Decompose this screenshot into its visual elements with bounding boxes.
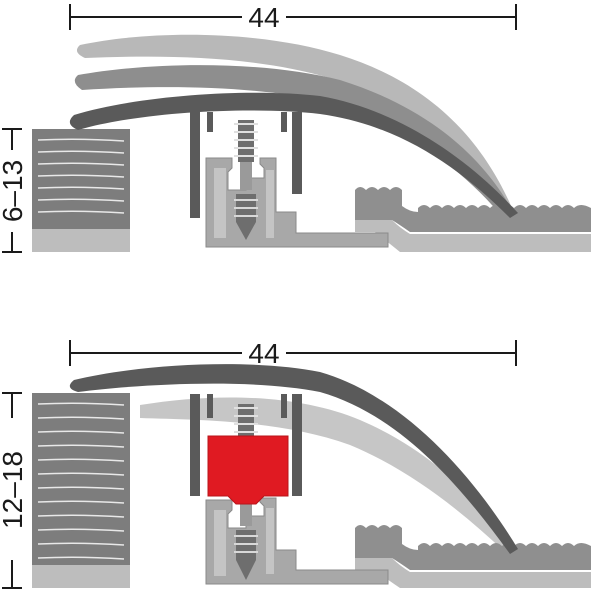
top-view: 44 6–13 xyxy=(0,2,591,253)
bottom-width-dimension: 44 xyxy=(69,338,517,369)
top-screw xyxy=(234,120,258,240)
bottom-view: 44 12–18 xyxy=(0,338,591,589)
bottom-height-label: 12–18 xyxy=(0,451,28,529)
bottom-height-dimension: 12–18 xyxy=(0,392,28,589)
spacer-block xyxy=(207,435,289,505)
top-wood-grain xyxy=(37,138,125,214)
top-floor-block xyxy=(32,129,130,252)
top-width-label: 44 xyxy=(248,2,279,33)
top-carpet xyxy=(355,187,591,252)
top-height-dimension: 6–13 xyxy=(0,128,28,253)
top-height-label: 6–13 xyxy=(0,160,28,222)
top-main-profile xyxy=(69,92,518,218)
bottom-floor-block xyxy=(32,393,130,588)
bottom-screw xyxy=(234,404,258,580)
bottom-width-label: 44 xyxy=(248,338,279,369)
bottom-ghost-profile xyxy=(140,397,515,552)
top-width-dimension: 44 xyxy=(69,2,517,33)
bottom-wood-grain xyxy=(37,402,125,560)
bottom-carpet xyxy=(355,525,591,588)
bottom-main-profile xyxy=(69,364,518,554)
